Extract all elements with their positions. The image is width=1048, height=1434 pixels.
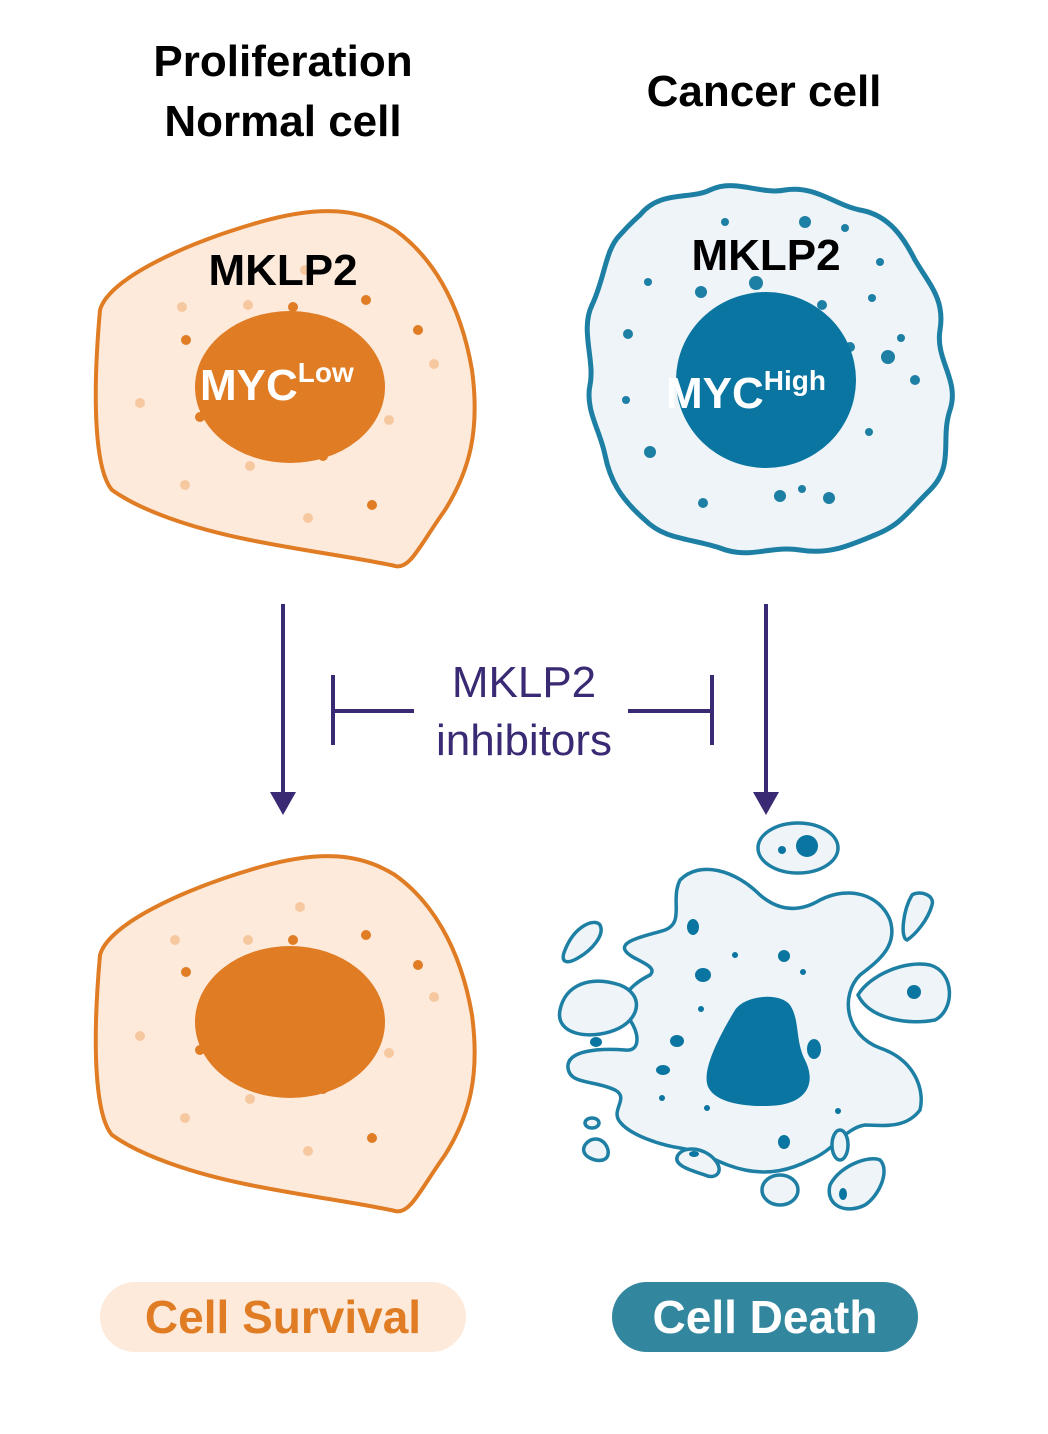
survived-nucleus [195, 946, 385, 1098]
dying-fragment [557, 979, 639, 1037]
cancer-nucleus [676, 292, 856, 468]
cancer-myc-text: MYC [666, 369, 764, 418]
normal-cell-survived [93, 854, 477, 1214]
normal-cell-top: MKLP2 MYCLow [93, 209, 477, 569]
inhibition-bar-left [331, 675, 414, 745]
inhibitor-label-line2: inhibitors [436, 716, 612, 765]
inhibition-bar-right [628, 675, 714, 745]
dying-fragment [856, 962, 952, 1024]
normal-myc-text: MYC [200, 361, 298, 410]
normal-cell-title-line1: Proliferation [153, 37, 412, 86]
cell-death-label: Cell Death [652, 1291, 878, 1343]
cell-survival-label: Cell Survival [144, 1291, 422, 1343]
dying-fragment [901, 891, 935, 942]
dying-nucleus [706, 996, 810, 1107]
arrowhead-icon [753, 792, 779, 815]
cancer-myc-label: MYCHigh [666, 365, 826, 418]
cancer-cell-granules [622, 216, 920, 508]
cancer-mklp2-label: MKLP2 [691, 231, 840, 280]
cell-death-badge: Cell Death [612, 1282, 918, 1352]
dying-cell-granules [590, 835, 921, 1200]
left-arrow [270, 604, 296, 815]
dying-fragment [561, 920, 603, 964]
arrowhead-icon [270, 792, 296, 815]
normal-cell-granules [135, 265, 439, 523]
cancer-myc-superscript: High [764, 365, 826, 396]
right-arrow [753, 604, 779, 815]
dying-fragment [581, 1137, 610, 1163]
cancer-cell-title: Cancer cell [647, 67, 882, 116]
dying-fragment [830, 1128, 850, 1162]
dying-fragment [583, 1116, 601, 1130]
dying-fragment [827, 1157, 886, 1211]
normal-myc-label: MYCLow [200, 357, 354, 410]
dying-fragment [760, 1173, 800, 1207]
inhibitor-label-line1: MKLP2 [452, 658, 596, 707]
dying-fragment [675, 1147, 721, 1179]
normal-myc-superscript: Low [298, 357, 354, 388]
normal-nucleus [195, 311, 385, 463]
normal-mklp2-label: MKLP2 [208, 246, 357, 295]
normal-cell-title-line2: Normal cell [164, 97, 401, 146]
cell-survival-badge: Cell Survival [100, 1282, 466, 1352]
cancer-cell-dying [557, 821, 952, 1211]
cancer-cell-top: MKLP2 MYCHigh [584, 183, 955, 556]
